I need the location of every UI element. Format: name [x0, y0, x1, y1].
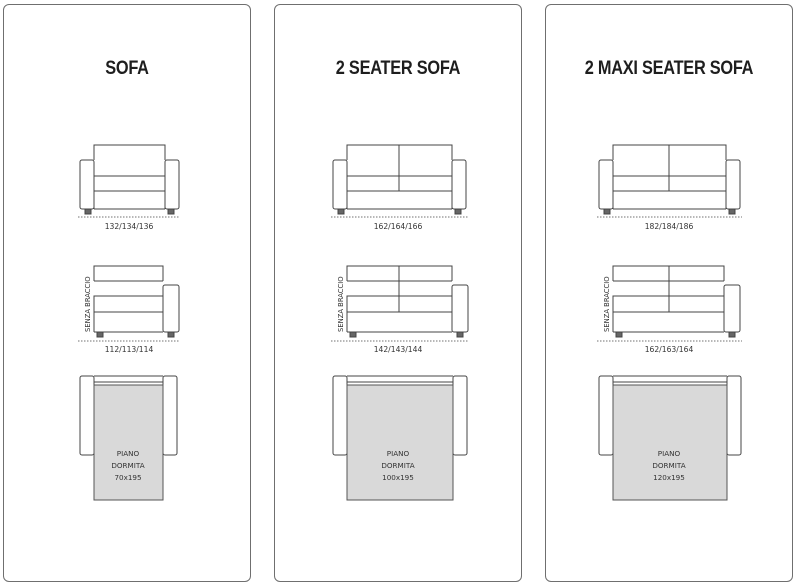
bed-label-line2: DORMITA — [111, 461, 144, 470]
sofa-bed-plan — [79, 375, 178, 501]
bed-label-line2: DORMITA — [381, 461, 414, 470]
maxi-seater-front-view — [597, 144, 742, 218]
bed-label-line1: PIANO — [387, 449, 410, 458]
bed-size: 70x195 — [114, 473, 141, 482]
card-title: SOFA — [105, 58, 149, 79]
no-arm-label: SENZA BRACCIO — [84, 276, 92, 332]
no-arm-dimension: 142/143/144 — [374, 345, 423, 354]
bed-label-line1: PIANO — [658, 449, 681, 458]
no-arm-dimension: 162/163/164 — [645, 345, 694, 354]
bed-size: 100x195 — [382, 473, 414, 482]
front-dimension: 132/134/136 — [105, 222, 154, 231]
sofa-no-arm-view — [78, 265, 180, 342]
card-title: 2 SEATER SOFA — [335, 58, 461, 79]
two-seater-no-arm-view — [331, 265, 469, 342]
bed-label-line1: PIANO — [117, 449, 140, 458]
card-title: 2 MAXI SEATER SOFA — [584, 58, 754, 79]
no-arm-label: SENZA BRACCIO — [337, 276, 345, 332]
no-arm-label: SENZA BRACCIO — [603, 276, 611, 332]
front-dimension: 182/184/186 — [645, 222, 694, 231]
sofa-front-view — [78, 144, 180, 218]
front-dimension: 162/164/166 — [374, 222, 423, 231]
maxi-seater-bed-plan — [598, 375, 742, 501]
bed-label-line2: DORMITA — [652, 461, 685, 470]
bed-size: 120x195 — [653, 473, 685, 482]
no-arm-dimension: 112/113/114 — [105, 345, 154, 354]
maxi-seater-no-arm-view — [597, 265, 742, 342]
two-seater-bed-plan — [332, 375, 468, 501]
two-seater-front-view — [331, 144, 468, 218]
